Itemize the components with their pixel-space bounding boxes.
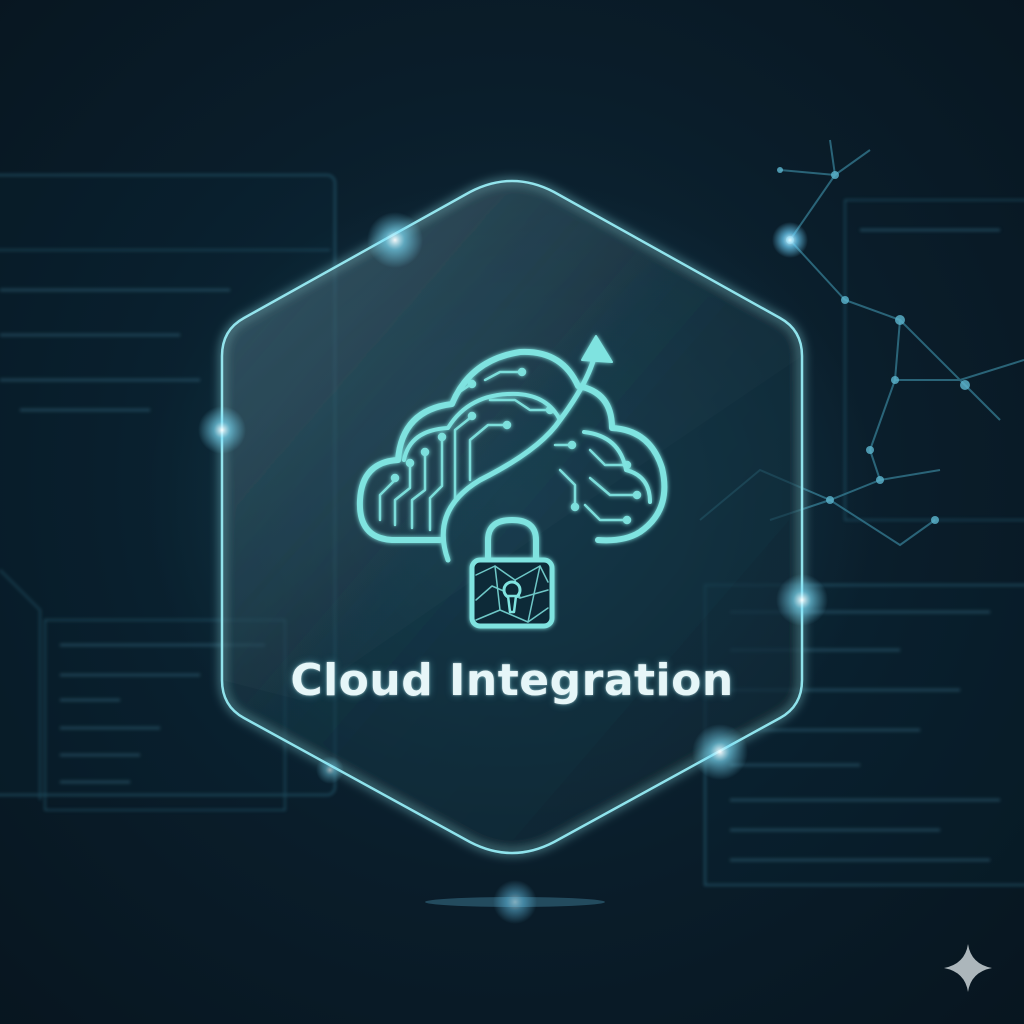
padlock-icon [469, 517, 555, 629]
sparkle-icon [944, 944, 992, 992]
upload-arrow-icon [440, 347, 599, 563]
card-title: Cloud Integration [290, 655, 734, 706]
cloud-circuit-lock-icon [356, 335, 668, 629]
